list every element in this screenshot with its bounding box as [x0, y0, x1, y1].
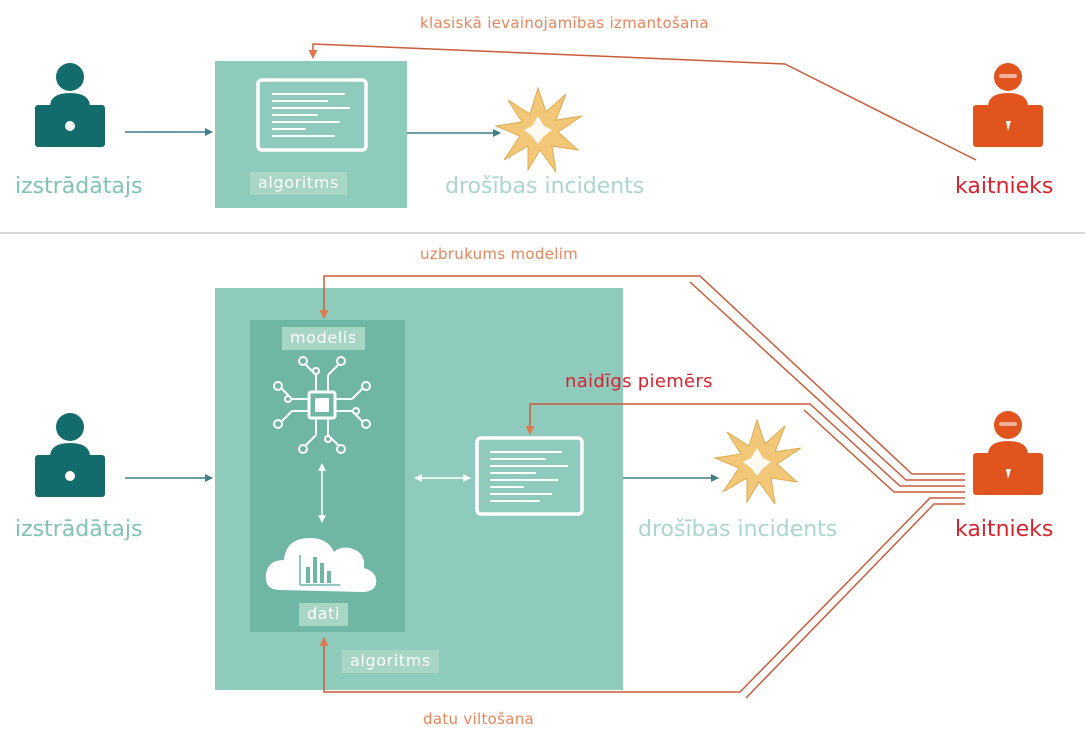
attacker-label: kaitnieks: [955, 517, 1054, 542]
attack-label-data: datu viltošana: [423, 710, 535, 728]
developer-icon: [35, 63, 105, 147]
burst-icon: [494, 86, 583, 173]
model-chip: modelis: [282, 327, 365, 351]
algorithm-chip: algoritms: [342, 650, 439, 674]
cloud-chart-icon: [265, 538, 377, 592]
neural-chip-icon: [273, 356, 371, 454]
data-chip: dati: [299, 603, 349, 627]
attack-label-model: uzbrukums modelim: [420, 245, 579, 263]
attacker-icon: [973, 63, 1043, 147]
algorithm-chip: algoritms: [250, 172, 347, 196]
incident-label: drošības incidents: [638, 517, 838, 542]
code-window-icon: [256, 78, 368, 152]
attack-label-classic: klasiskā ievainojamības izmantošana: [420, 14, 709, 32]
attack-path: [308, 43, 977, 161]
developer-icon: [35, 413, 105, 497]
attacker-label: kaitnieks: [955, 174, 1054, 199]
code-window-icon: [475, 436, 584, 516]
developer-label: izstrādātajs: [15, 517, 143, 542]
attacker-icon: [973, 411, 1043, 495]
burst-icon: [713, 418, 802, 505]
attack-label-adversarial: naidīgs piemērs: [565, 371, 713, 392]
developer-label: izstrādātajs: [15, 174, 143, 199]
attack-paths: [319, 275, 965, 699]
incident-label: drošības incidents: [445, 174, 645, 199]
